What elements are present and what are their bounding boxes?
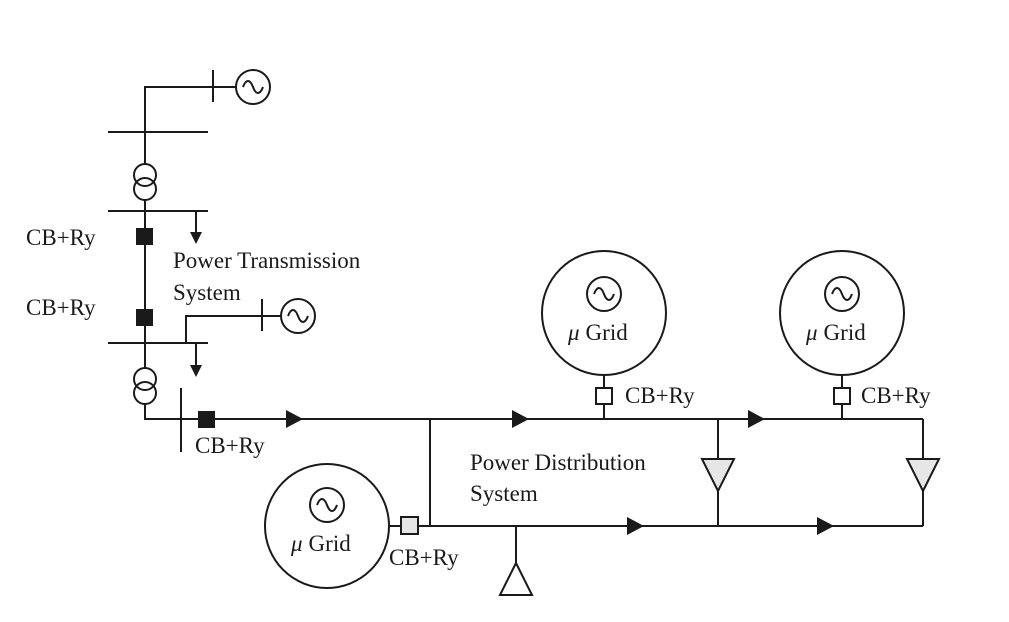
mid-generator-feed [185,315,262,343]
microgrid-2-name: Grid [824,320,867,345]
cb-label-tx-upper: CB+Ry [26,225,96,250]
transmission-system-label-line1: Power Transmission [173,248,361,273]
breaker-tx-upper-symbol [136,228,153,245]
breaker-mg2-symbol [833,387,851,405]
top-generator-feed [144,86,213,132]
microgrid-1-mu: μ [567,320,580,345]
mid-load-triangle [700,458,736,494]
flow-arrow-upper-2 [748,410,765,428]
flow-arrow-lower-1 [627,517,644,535]
bottom-load-triangle [498,560,534,596]
cb-label-mg1: CB+Ry [625,383,695,408]
flow-arrow-upper-1 [512,410,529,428]
microgrid-1-name: Grid [586,320,629,345]
bus1-load-arrow [190,232,202,244]
cb-label-mg3: CB+Ry [389,545,459,570]
bus2-load-arrow [190,365,202,377]
breaker-mg3-symbol [400,516,419,535]
transformer-icon-1 [133,163,157,201]
top-generator-icon [235,69,271,105]
flow-arrow-lower-2 [817,517,834,535]
distribution-system-label-line2: System [470,481,538,506]
cb-label-tx-lower: CB+Ry [26,295,96,320]
microgrid-2-generator-icon [824,276,860,312]
microgrid-1-circle [541,250,667,376]
breaker-tx-lower-symbol [136,309,153,326]
breaker-mg1-symbol [595,387,613,405]
microgrid-3-name: Grid [309,531,352,556]
flow-arrow-feeder [286,410,303,428]
microgrid-3-generator-icon [309,487,345,523]
microgrid-1-generator-icon [586,276,622,312]
cb-label-feeder: CB+Ry [195,433,265,458]
breaker-feeder-symbol [198,411,215,428]
microgrid-3-mu: μ [290,531,303,556]
microgrid-2-mu: μ [805,320,818,345]
mid-generator-icon [280,298,316,334]
right-load-triangle [905,458,941,494]
cb-label-mg2: CB+Ry [861,383,931,408]
transmission-system-label-line2: System [173,280,241,305]
transformer-icon-2 [133,367,157,405]
distribution-system-label-line1: Power Distribution [470,450,646,475]
feeder-line [144,404,430,420]
microgrid-2-circle [779,250,905,376]
microgrid-3-circle [264,463,390,589]
